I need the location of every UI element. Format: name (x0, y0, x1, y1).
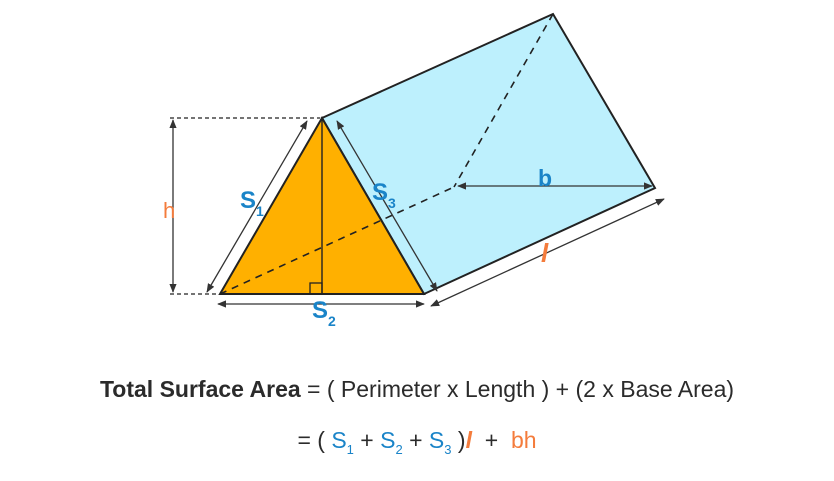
s1-dimension-arrow (206, 120, 308, 293)
formula-plus-1: + (353, 427, 381, 453)
formula-bh: bh (510, 427, 537, 453)
s1-label: S1 (240, 187, 264, 219)
s2-label: S2 (312, 297, 336, 329)
formula-line-2: = ( S1 + S2 + S3 )l + bh (0, 427, 834, 457)
formula-line-1: Total Surface Area = ( Perimeter x Lengt… (0, 376, 834, 403)
formula-line-1-rest: = ( Perimeter x Length ) + (2 x Base Are… (300, 376, 735, 402)
h-label: h (163, 198, 175, 223)
formula-prefix: = ( (297, 427, 332, 453)
formula-s1: S1 (331, 427, 354, 457)
formula-plus-3: + (471, 427, 511, 453)
formula-length: l (465, 427, 472, 453)
s3-dimension-arrow (336, 120, 438, 292)
s3-label: S3 (372, 179, 396, 211)
right-angle-marker (309, 282, 323, 295)
b-label: b (538, 165, 552, 191)
formula-title: Total Surface Area (99, 376, 301, 402)
formula-close-paren: ) (451, 427, 466, 453)
formula-s2: S2 (380, 427, 403, 457)
l-dimension-arrow (430, 198, 665, 307)
formula-plus-2: + (402, 427, 429, 453)
l-label: l (541, 238, 549, 268)
formula-s3: S3 (428, 427, 452, 457)
